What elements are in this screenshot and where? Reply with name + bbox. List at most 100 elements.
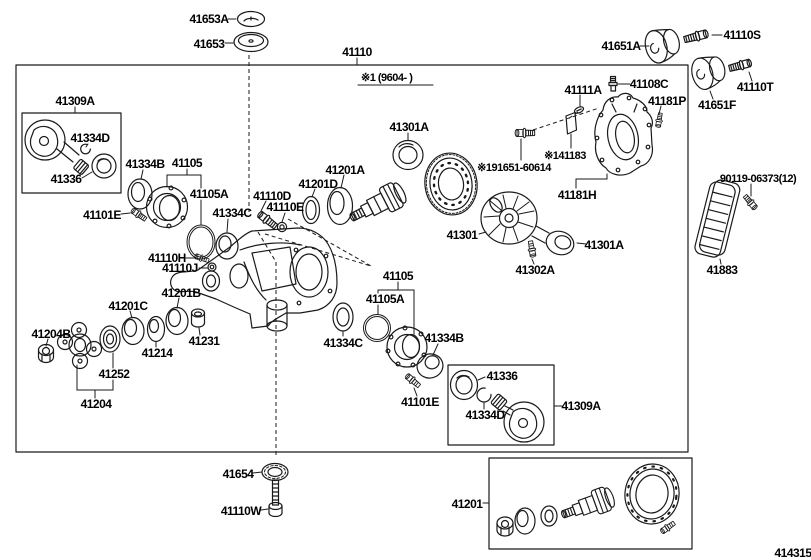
part-91651-60614-bolt <box>514 127 536 139</box>
part-41252-deflector <box>99 325 121 353</box>
part-label-41334D-2: 41334D <box>465 408 505 422</box>
part-label-41883: 41883 <box>707 263 739 277</box>
part-label-41302A: 41302A <box>515 263 555 277</box>
part-41302a-bolt <box>527 240 537 258</box>
part-label-41105-2: 41105 <box>383 269 414 283</box>
part-41110h-bolt <box>194 253 210 263</box>
part-41334b-bearing-right <box>416 353 444 379</box>
part-41110d-bolt <box>257 210 279 230</box>
part-41110s-bolt <box>683 29 709 44</box>
part-label-41204: 41204 <box>81 397 113 411</box>
part-41201d-slinger <box>301 195 321 225</box>
part-41214-washer <box>146 315 166 343</box>
part-label-41110E: 41110E <box>266 200 304 214</box>
part-41336-seal-right <box>449 369 479 401</box>
part-41204b-nut <box>37 343 55 364</box>
part-label-41110J: 41110J <box>162 261 198 275</box>
part-41105-cap-left <box>145 185 189 229</box>
part-41108c-stud <box>608 75 618 92</box>
leader-lines <box>45 18 753 511</box>
part-41231-spacer <box>190 308 206 328</box>
part-label-41110: 41110 <box>342 45 372 59</box>
main-assembly-box <box>15 64 689 453</box>
part-label-41101E-2: 41101E <box>401 395 439 409</box>
part-41334c-seal-left <box>215 232 239 260</box>
part-41181p-bolt <box>655 112 663 128</box>
part-41201-kit <box>496 463 680 537</box>
part-label-41183: ※141183 <box>544 150 586 162</box>
part-label-91651-60614: ※191651-60614 <box>477 162 552 174</box>
part-41336-seal-left <box>91 153 117 179</box>
part-41105-cap-right <box>385 325 428 368</box>
part-carrier-housing <box>170 227 338 332</box>
part-label-41301A-2: 41301A <box>584 238 624 252</box>
part-label-41201A: 41201A <box>325 163 365 177</box>
part-label-41201: 41201 <box>452 497 484 511</box>
part-label-41105A-1: 41105A <box>190 187 229 201</box>
part-label-90119-06373: 90119-06373(12) <box>720 173 797 185</box>
part-label-41110W: 41110W <box>221 504 263 518</box>
part-label-41653: 41653 <box>194 37 226 51</box>
part-label-41301: 41301 <box>447 228 479 242</box>
part-41110j-nut <box>207 262 217 272</box>
part-label-41334C-2: 41334C <box>323 336 363 350</box>
part-41201c-bearing <box>121 316 145 346</box>
figure-code: 414315 <box>774 546 811 560</box>
part-41334b-bearing-left <box>127 178 153 210</box>
part-41105a-oring-left <box>186 224 216 260</box>
part-41110t-bolt <box>728 58 753 72</box>
part-label-41108C: 41108C <box>630 77 669 91</box>
part-label-41334C-1: 41334C <box>212 206 252 220</box>
part-41301-diff-case <box>480 191 550 245</box>
part-90119-bolt <box>742 194 758 211</box>
part-label-41214: 41214 <box>142 346 174 360</box>
part-41301a-bearing-right <box>545 230 575 256</box>
part-label-41252: 41252 <box>99 367 131 381</box>
part-41309a-shaft-right <box>490 393 545 443</box>
part-41105a-oring-right <box>363 314 391 342</box>
part-label-41651A: 41651A <box>601 39 641 53</box>
inset-box-41309a-right <box>447 364 555 446</box>
part-label-41105-1: 41105 <box>172 156 203 170</box>
part-41204-flange <box>56 321 103 370</box>
part-41183-shim <box>565 111 578 135</box>
part-41883-plate <box>694 179 741 258</box>
part-label-41653A: 41653A <box>189 12 229 26</box>
part-label-41105A-2: 41105A <box>366 292 405 306</box>
part-41110w-bolt <box>268 479 283 518</box>
part-label-41654: 41654 <box>223 467 255 481</box>
part-label-41336-1: 41336 <box>51 172 83 186</box>
part-label-41201C: 41201C <box>108 299 148 313</box>
part-41201a-bearing <box>326 186 354 226</box>
part-41334d-snapring-left <box>80 143 91 155</box>
part-41110e-nut <box>276 221 288 233</box>
part-label-41110D: 41110D <box>253 189 292 203</box>
part-drive-pinion <box>349 182 407 222</box>
part-label-41181H: 41181H <box>558 188 596 202</box>
part-label-41110T: 41110T <box>737 80 775 94</box>
part-label-41231: 41231 <box>189 334 221 348</box>
part-label-41201B: 41201B <box>161 286 201 300</box>
part-label-41110S: 41110S <box>723 28 761 42</box>
part-label-41101E-1: 41101E <box>83 208 121 222</box>
part-label-41334D-1: 41334D <box>70 131 110 145</box>
part-label-41111A: 41111A <box>564 83 602 97</box>
part-41201b-bearing <box>165 306 189 336</box>
part-label-41181P: 41181P <box>648 94 686 108</box>
part-41654-washer <box>261 462 289 482</box>
part-41101e-bolt-right <box>404 373 421 389</box>
part-ring-gear-upper <box>424 152 478 216</box>
part-label-41301A-1: 41301A <box>389 120 429 134</box>
part-label-41651F: 41651F <box>698 98 736 112</box>
part-41651a-damper <box>644 28 680 64</box>
part-labels: 41653A 41653 41110 ※1 (9604- ) 41309A 41… <box>31 12 811 560</box>
part-41651f-damper <box>691 56 726 91</box>
part-41181h-cover <box>594 92 654 176</box>
part-41334c-seal-right <box>332 302 354 332</box>
part-41653a-pad <box>236 10 266 28</box>
part-41101e-bolt-left <box>130 207 148 222</box>
part-label-41201D: 41201D <box>298 177 338 191</box>
model-note: ※1 (9604- ) <box>361 72 413 84</box>
